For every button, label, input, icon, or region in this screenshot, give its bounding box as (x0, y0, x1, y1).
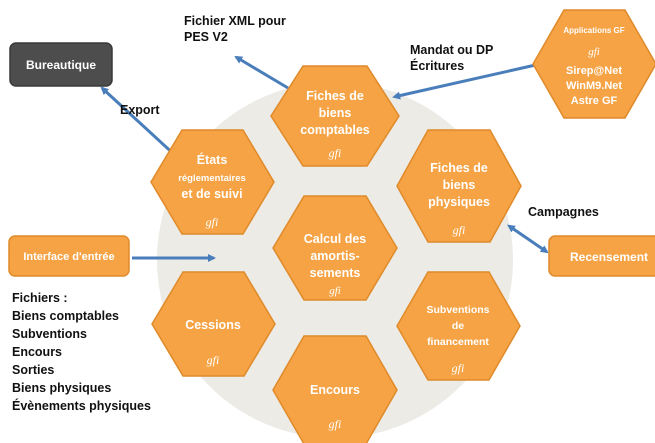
gfi-logo-icon: gfi (206, 215, 219, 229)
hex-fiches-physiques-line3: physiques (428, 195, 490, 209)
fichiers-list-item: Biens comptables (12, 309, 119, 323)
hex-subventions[interactable]: Subventions de financement gfi (396, 271, 521, 381)
hex-etats[interactable]: États réglementaires et de suivi gfi (150, 129, 275, 235)
hex-calcul-line1: Calcul des (304, 232, 367, 246)
arrows (100, 55, 549, 262)
hex-applications-line1: Sirep@Net (566, 65, 622, 77)
bureautique-box[interactable]: Bureautique (9, 42, 113, 87)
hex-applications-line2: WinM9.Net (566, 80, 622, 92)
hex-encours[interactable]: Encours gfi (272, 335, 398, 443)
fichiers-list-item: Évènements physiques (12, 398, 151, 413)
fichiers-list-item: Encours (12, 345, 62, 359)
gfi-logo-icon: gfi (207, 353, 220, 367)
hex-subventions-line3: financement (427, 336, 489, 348)
gfi-logo-icon: gfi (329, 146, 342, 160)
recensement-label: Recensement (570, 250, 648, 264)
label-mandat-line1: Mandat ou DP (410, 43, 493, 57)
fichiers-list: Fichiers : Biens comptables Subventions … (12, 291, 151, 413)
arrow-export (100, 86, 180, 160)
bureautique-label: Bureautique (26, 58, 96, 72)
arrow-to-xml (234, 55, 289, 90)
hex-calcul[interactable]: Calcul des amortis- sements gfi (272, 195, 398, 301)
hex-subventions-line1: Subventions (426, 304, 489, 316)
hex-fiches-comptables-line2: biens (319, 106, 352, 120)
hex-fiches-comptables-line1: Fiches de (306, 89, 364, 103)
fichiers-list-item: Fichiers : (12, 291, 68, 305)
hex-calcul-line3: sements (310, 266, 361, 280)
fichiers-list-item: Subventions (12, 327, 87, 341)
hex-etats-line1: États (197, 152, 228, 167)
label-campagnes: Campagnes (528, 205, 599, 219)
hex-fiches-comptables-line3: comptables (300, 123, 370, 137)
hex-fiches-physiques[interactable]: Fiches de biens physiques gfi (396, 129, 522, 243)
fichiers-list-item: Sorties (12, 363, 54, 377)
interface-box[interactable]: Interface d'entrée (8, 235, 130, 277)
arrow-mandat (392, 61, 542, 100)
label-mandat-line2: Écritures (410, 58, 464, 73)
hex-etats-line2: réglementaires (178, 173, 246, 184)
hex-applications[interactable]: Applications GF gfi Sirep@Net WinM9.Net … (532, 9, 655, 119)
fichiers-list-item: Biens physiques (12, 381, 111, 395)
hex-subventions-line2: de (452, 320, 464, 332)
gfi-logo-icon: gfi (452, 361, 465, 375)
interface-label: Interface d'entrée (23, 251, 114, 263)
hex-fiches-physiques-line1: Fiches de (430, 161, 488, 175)
hex-cessions[interactable]: Cessions gfi (151, 271, 276, 377)
hex-fiches-physiques-line2: biens (443, 178, 476, 192)
label-fichier-xml-line2: PES V2 (184, 30, 228, 44)
hex-etats-line3: et de suivi (181, 187, 242, 201)
gfi-logo-icon: gfi (588, 46, 600, 58)
label-export: Export (120, 103, 160, 117)
hex-encours-line1: Encours (310, 383, 360, 397)
hex-applications-line3: Astre GF (571, 95, 618, 107)
label-fichier-xml-line1: Fichier XML pour (184, 14, 286, 28)
hex-fiches-comptables[interactable]: Fiches de biens comptables gfi (270, 65, 400, 167)
hex-applications-title: Applications GF (563, 26, 624, 35)
recensement-box[interactable]: Recensement (548, 235, 655, 277)
gfi-logo-icon: gfi (329, 285, 341, 297)
hex-calcul-line2: amortis- (310, 249, 359, 263)
gfi-logo-icon: gfi (329, 417, 342, 431)
gfi-logo-icon: gfi (453, 223, 466, 237)
hex-cessions-line1: Cessions (185, 318, 241, 332)
arrow-campagnes (507, 224, 549, 254)
